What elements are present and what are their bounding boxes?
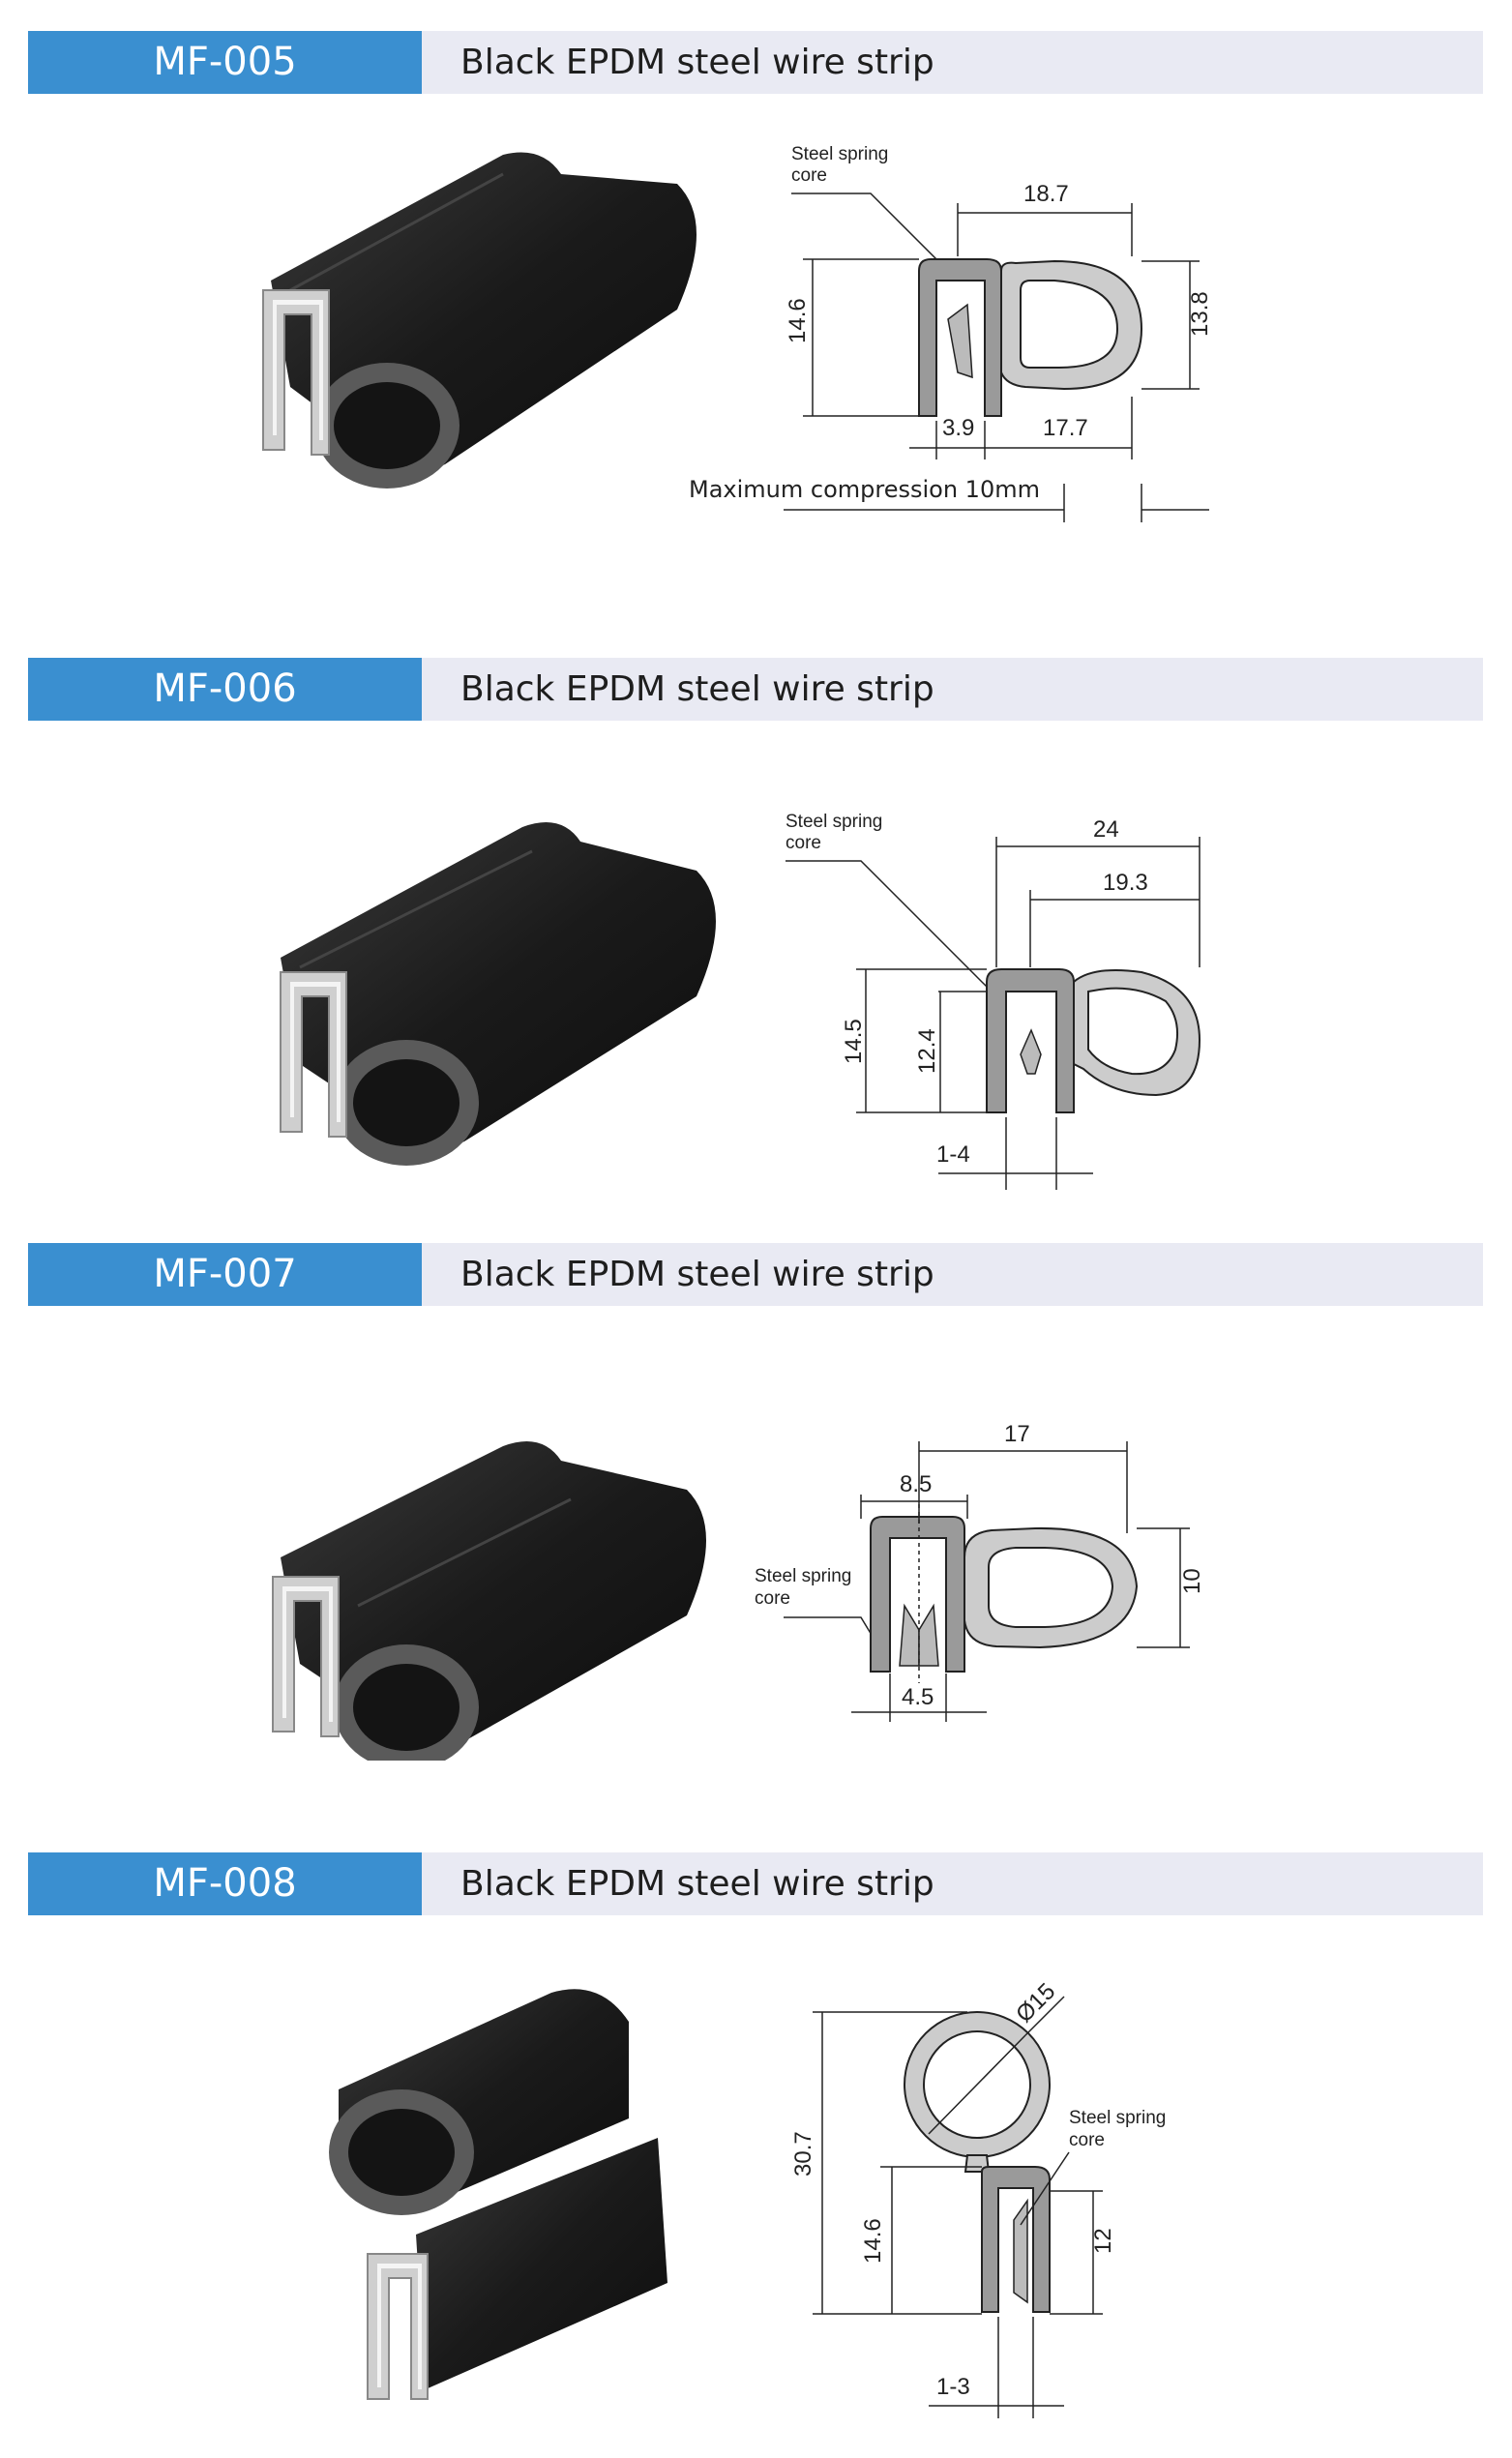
dimension-label: 13.8 [1187,291,1213,337]
product-code: MF-005 [28,31,422,94]
cross-section-diagram: Steel spring core 24 19.3 14.5 12.4 1-4 [786,812,1201,1190]
dimension-label: 17 [1004,1421,1030,1447]
product-photo [280,822,716,1166]
core-label: core [786,833,821,853]
dimension-label: 12.4 [914,1028,940,1074]
dimension-label: 14.5 [841,1019,867,1064]
core-label: Steel spring [786,812,882,832]
dimension-label: 24 [1093,816,1119,843]
product-header: MF-005 Black EPDM steel wire strip [28,31,1483,94]
core-label: Steel spring [791,144,888,164]
product-header: MF-006 Black EPDM steel wire strip [28,658,1483,721]
core-label: core [1069,2130,1105,2150]
dimension-label: 14.6 [860,2218,886,2264]
dimension-label: Ø15 [1011,1978,1060,2028]
dimension-label: 14.6 [785,298,811,343]
cross-section-diagram: Steel spring core 18.7 14.6 13.8 3.9 17.… [689,144,1213,522]
product-code: MF-008 [28,1852,422,1915]
cross-section-diagram: Ø15 Steel spring core 30.7 14.6 12 1-3 [790,1978,1166,2418]
dimension-label: 17.7 [1043,415,1088,441]
product-title: Black EPDM steel wire strip [460,1255,934,1294]
dimension-label: 3.9 [942,415,974,441]
product-code: MF-007 [28,1243,422,1306]
core-label: core [755,1588,790,1609]
product-header: MF-008 Black EPDM steel wire strip [28,1852,1483,1915]
dimension-label: 1-4 [936,1141,970,1168]
core-label: Steel spring [1069,2108,1166,2128]
dimension-label: 8.5 [900,1471,932,1497]
core-label: Steel spring [755,1566,851,1586]
cross-section-diagram: Steel spring core 17 8.5 10 4.5 [755,1421,1205,1722]
product-title: Black EPDM steel wire strip [460,669,934,709]
dimension-label: 18.7 [1023,181,1069,207]
product-code: MF-006 [28,658,422,721]
product-title: Black EPDM steel wire strip [460,43,934,82]
compression-note: Maximum compression 10mm [689,476,1040,503]
product-photo [272,1441,706,1761]
dimension-label: 19.3 [1103,870,1148,896]
dimension-label: 12 [1090,2228,1116,2254]
core-label: core [791,165,827,186]
product-photo [329,1989,667,2400]
product-header: MF-007 Black EPDM steel wire strip [28,1243,1483,1306]
dimension-label: 30.7 [790,2131,816,2177]
product-photo [262,152,697,489]
dimension-label: 4.5 [902,1684,934,1710]
dimension-label: 10 [1179,1568,1205,1594]
dimension-label: 1-3 [936,2374,970,2400]
product-title: Black EPDM steel wire strip [460,1864,934,1904]
